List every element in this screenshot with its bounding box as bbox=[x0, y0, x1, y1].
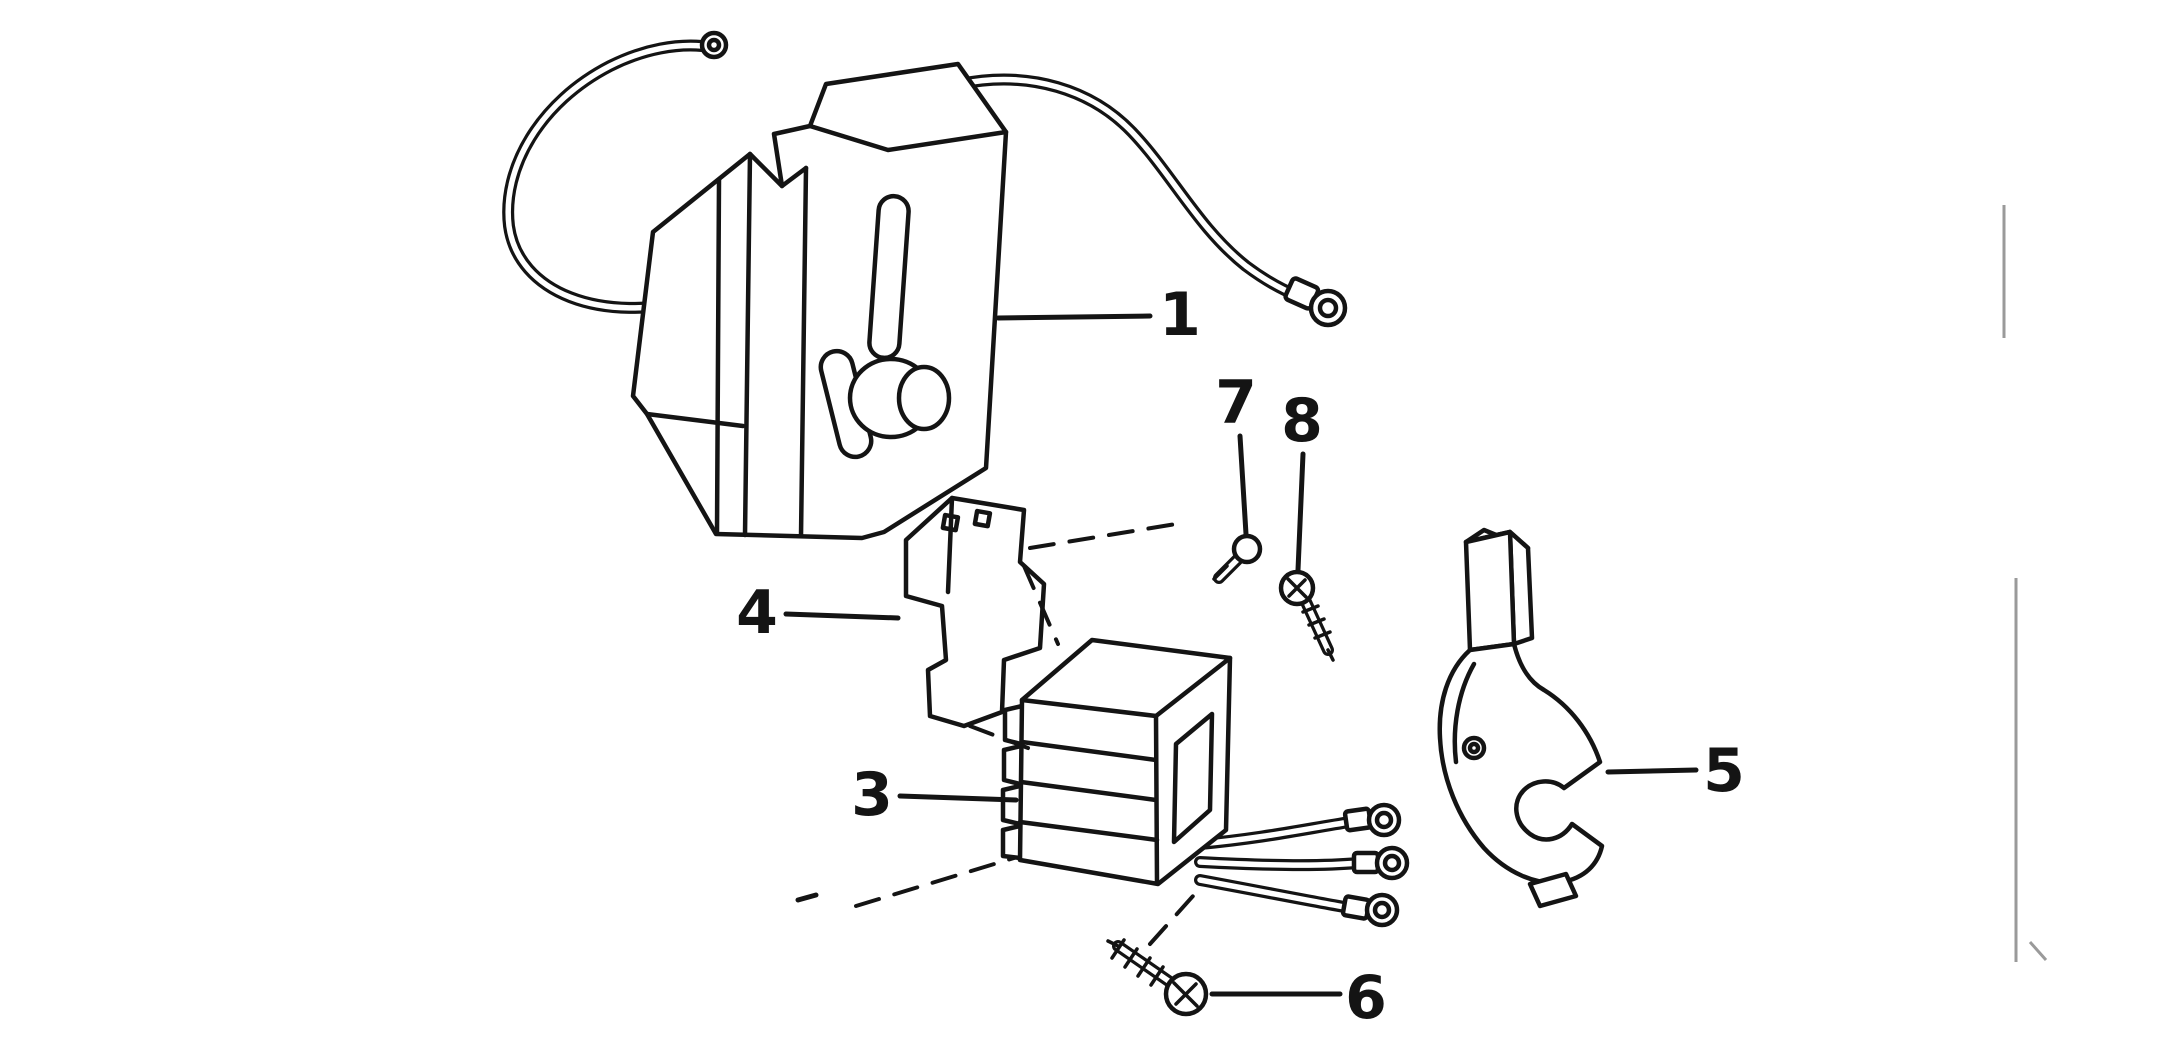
callout-leader-lines bbox=[783, 313, 1699, 997]
rectifier-lead-wires bbox=[1194, 816, 1364, 914]
callout-labels: 1 3 4 5 6 7 8 bbox=[736, 280, 1745, 1033]
rectifier-ring-terminals bbox=[1340, 802, 1410, 928]
leader-line-1 bbox=[995, 313, 1153, 321]
module-lead-wire-left bbox=[502, 39, 708, 314]
callout-label-1: 1 bbox=[1159, 280, 1201, 350]
ring-terminal-left bbox=[699, 30, 729, 60]
leader-line-4 bbox=[783, 611, 901, 621]
screw-8-drawing bbox=[1278, 569, 1335, 662]
leader-line-3 bbox=[897, 793, 1019, 803]
clamp-bracket-drawing bbox=[1437, 527, 1605, 909]
module-lead-wire-right bbox=[954, 73, 1304, 302]
plug-screw-drawing bbox=[1212, 533, 1263, 584]
assembly-dash-lines bbox=[795, 522, 1204, 946]
callout-label-4: 4 bbox=[736, 578, 778, 648]
leader-line-7 bbox=[1237, 433, 1249, 537]
ring-terminal-right bbox=[1283, 276, 1348, 328]
callout-label-8: 8 bbox=[1281, 386, 1323, 456]
screw-6-drawing bbox=[1106, 938, 1209, 1017]
leader-line-8 bbox=[1295, 451, 1306, 573]
leader-line-5 bbox=[1605, 767, 1699, 775]
callout-label-6: 6 bbox=[1345, 963, 1387, 1033]
callout-label-3: 3 bbox=[851, 760, 893, 830]
rectifier-drawing bbox=[1000, 637, 1233, 887]
mounting-bracket-drawing bbox=[903, 495, 1047, 729]
callout-label-5: 5 bbox=[1703, 736, 1745, 806]
callout-label-7: 7 bbox=[1215, 368, 1257, 438]
scan-artifact-marks bbox=[2002, 205, 2048, 962]
ignition-module-drawing bbox=[630, 61, 1009, 541]
